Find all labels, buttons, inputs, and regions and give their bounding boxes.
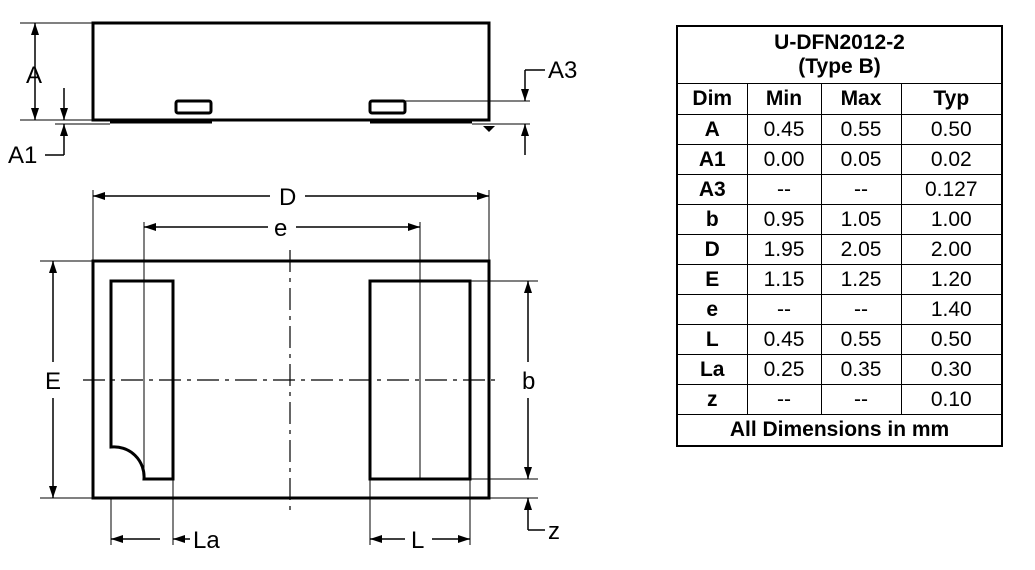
table-cell-min: 0.25 [746, 354, 822, 385]
table-cell-min: 1.95 [746, 234, 822, 265]
label-D: D [279, 184, 296, 211]
table-cell-min: 0.45 [746, 324, 822, 355]
table-cell-max: -- [820, 174, 902, 205]
column-header-dim: Dim [676, 83, 748, 115]
side-view [20, 21, 545, 156]
table-row: z----0.10 [676, 384, 1003, 415]
column-header-min: Min [746, 83, 822, 115]
table-cell-min: -- [746, 294, 822, 325]
table-cell-dim: A3 [676, 174, 748, 205]
side-lead-left [174, 99, 213, 115]
table-cell-dim: E [676, 264, 748, 295]
label-z: z [548, 518, 560, 545]
table-cell-dim: L [676, 324, 748, 355]
table-cell-min: -- [746, 174, 822, 205]
label-e: e [274, 215, 287, 242]
table-row: e----1.40 [676, 294, 1003, 325]
table-cell-max: -- [820, 294, 902, 325]
label-L: L [411, 527, 424, 554]
table-footer: All Dimensions in mm [676, 414, 1003, 447]
table-cell-dim: La [676, 354, 748, 385]
table-cell-typ: 1.00 [900, 204, 1003, 235]
bottom-view [40, 190, 545, 545]
table-title-row: U-DFN2012-2 (Type B) [676, 25, 1003, 84]
table-cell-max: 0.55 [820, 324, 902, 355]
pin1-indicator-icon [483, 126, 495, 132]
table-row: A3----0.127 [676, 174, 1003, 205]
label-A1: A1 [8, 142, 37, 169]
table-cell-typ: 0.10 [900, 384, 1003, 415]
label-A: A [26, 62, 42, 89]
table-cell-max: 0.05 [820, 144, 902, 175]
table-title: U-DFN2012-2 (Type B) [676, 25, 1003, 84]
label-La: La [193, 527, 220, 554]
side-body-outline [91, 21, 491, 122]
table-cell-typ: 0.127 [900, 174, 1003, 205]
table-cell-max: 1.05 [820, 204, 902, 235]
table-cell-min: 0.95 [746, 204, 822, 235]
table-cell-min: 0.00 [746, 144, 822, 175]
table-cell-dim: A1 [676, 144, 748, 175]
label-E: E [45, 368, 61, 395]
column-header-typ: Typ [900, 83, 1003, 115]
table-cell-min: 1.15 [746, 264, 822, 295]
table-cell-dim: A [676, 114, 748, 145]
table-cell-min: 0.45 [746, 114, 822, 145]
table-cell-max: 0.35 [820, 354, 902, 385]
table-cell-typ: 0.02 [900, 144, 1003, 175]
package-name: U-DFN2012-2 [774, 31, 905, 54]
column-header-max: Max [820, 83, 902, 115]
package-type: (Type B) [798, 55, 881, 78]
table-cell-typ: 0.50 [900, 114, 1003, 145]
table-cell-max: -- [820, 384, 902, 415]
table-cell-max: 0.55 [820, 114, 902, 145]
table-cell-dim: z [676, 384, 748, 415]
label-b: b [522, 368, 535, 395]
table-cell-dim: b [676, 204, 748, 235]
table-cell-max: 1.25 [820, 264, 902, 295]
table-cell-dim: e [676, 294, 748, 325]
table-cell-dim: D [676, 234, 748, 265]
table-cell-typ: 1.20 [900, 264, 1003, 295]
table-cell-min: -- [746, 384, 822, 415]
table-cell-typ: 1.40 [900, 294, 1003, 325]
table-header-row: Dim Min Max Typ [676, 83, 1003, 115]
label-A3: A3 [548, 57, 577, 84]
table-cell-typ: 0.50 [900, 324, 1003, 355]
table-cell-typ: 2.00 [900, 234, 1003, 265]
table-footer-row: All Dimensions in mm [676, 414, 1003, 447]
side-lead-right [368, 99, 407, 115]
table-cell-max: 2.05 [820, 234, 902, 265]
table-cell-typ: 0.30 [900, 354, 1003, 385]
